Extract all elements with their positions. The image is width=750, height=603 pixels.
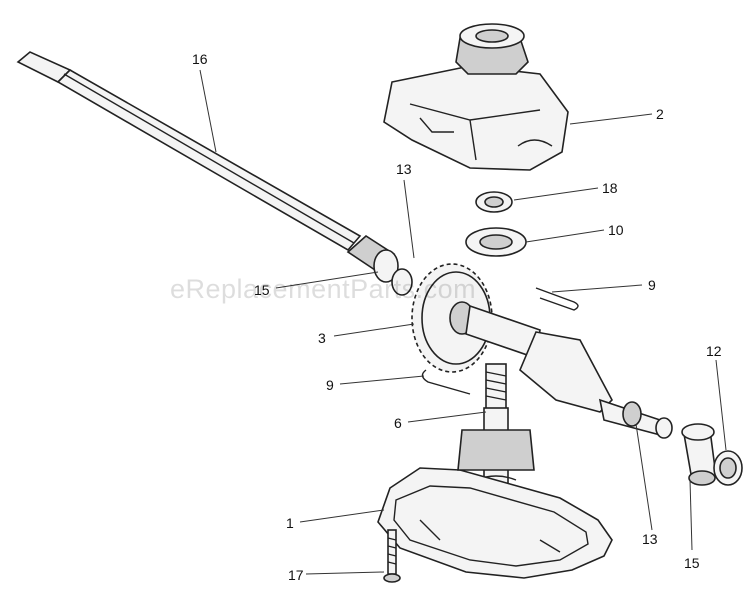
part-16-drive-shaft <box>16 51 413 296</box>
watermark-text: eReplacementParts.com <box>170 274 476 304</box>
callout-12: 12 <box>706 343 722 359</box>
part-3-worm-gear <box>411 263 493 373</box>
part-18-small-bearing <box>475 191 513 213</box>
callout-13-bottom: 13 <box>642 531 658 547</box>
callout-10: 10 <box>608 222 624 238</box>
callout-9-upper: 9 <box>648 277 656 293</box>
callout-15-left: 15 <box>254 282 270 298</box>
callout-1: 1 <box>286 515 294 531</box>
callout-2: 2 <box>656 106 664 122</box>
callout-16: 16 <box>192 51 208 67</box>
part-12-seal <box>713 450 743 486</box>
callout-6: 6 <box>394 415 402 431</box>
output-shaft <box>465 304 673 439</box>
callout-9-lower: 9 <box>326 377 334 393</box>
part-17-screw <box>383 529 401 583</box>
callout-15-right: 15 <box>684 555 700 571</box>
leader-lines <box>199 69 727 575</box>
callout-17: 17 <box>288 567 304 583</box>
callout-18: 18 <box>602 180 618 196</box>
part-2-upper-housing <box>383 23 569 171</box>
callout-3: 3 <box>318 330 326 346</box>
part-9-clip-upper <box>535 287 579 311</box>
part-10-large-bearing <box>465 227 527 257</box>
part-15-bushing <box>681 423 717 486</box>
callout-13-top: 13 <box>396 161 412 177</box>
part-9-clip-lower <box>421 369 471 395</box>
part-1-lower-housing <box>377 429 613 579</box>
